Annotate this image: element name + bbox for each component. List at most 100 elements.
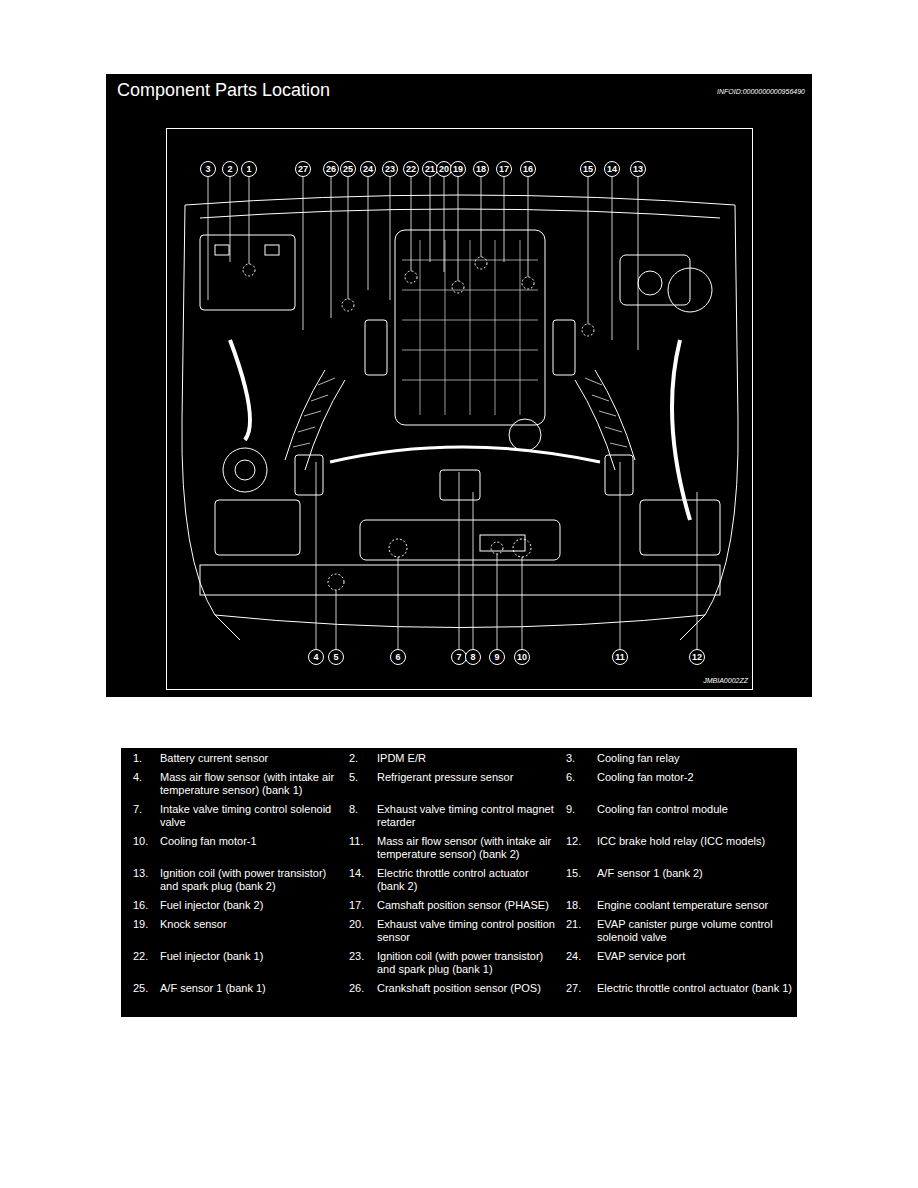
harness-right	[672, 340, 690, 520]
battery	[200, 235, 295, 310]
duct-ribs	[585, 378, 627, 447]
hood-line	[185, 195, 735, 205]
harness-front	[330, 447, 600, 462]
legend-number: 8.	[349, 803, 358, 816]
legend-description: Engine coolant temperature sensor	[597, 899, 793, 912]
legend-description: A/F sensor 1 (bank 2)	[597, 867, 793, 880]
figure-panel	[106, 74, 812, 697]
callout-number: 24	[360, 161, 376, 177]
legend-description: Refrigerant pressure sensor	[377, 771, 555, 784]
legend-number: 19.	[133, 918, 148, 931]
legend-description: Camshaft position sensor (PHASE)	[377, 899, 555, 912]
callout-number: 15	[580, 161, 596, 177]
legend-number: 25.	[133, 982, 148, 995]
location-marks	[243, 257, 594, 590]
legend-number: 5.	[349, 771, 358, 784]
air-cleaner-left	[215, 500, 300, 555]
callout-number: 4	[308, 649, 324, 665]
legend-number: 26.	[349, 982, 364, 995]
legend-number: 1.	[133, 752, 142, 765]
callout-number: 3	[200, 161, 216, 177]
legend-description: Ignition coil (with power transistor) an…	[377, 950, 555, 976]
legend-description: Exhaust valve timing control magnet reta…	[377, 803, 555, 829]
radiator-support	[200, 565, 720, 595]
callout-number: 23	[382, 161, 398, 177]
legend-number: 23.	[349, 950, 364, 963]
legend-description: Intake valve timing control solenoid val…	[160, 803, 345, 829]
legend-description: A/F sensor 1 (bank 1)	[160, 982, 345, 995]
legend-number: 24.	[566, 950, 581, 963]
maf-housing-right	[605, 455, 633, 495]
legend-description: ICC brake hold relay (ICC models)	[597, 835, 793, 848]
legend-number: 4.	[133, 771, 142, 784]
legend-number: 27.	[566, 982, 581, 995]
brake-reservoir	[638, 271, 662, 295]
callout-number: 1	[241, 161, 257, 177]
legend-number: 17.	[349, 899, 364, 912]
front-timing-area	[440, 470, 480, 500]
callout-number: 25	[340, 161, 356, 177]
legend-description: EVAP service port	[597, 950, 793, 963]
fan-shroud	[360, 520, 560, 560]
cowl-line	[200, 209, 720, 218]
harness-left	[230, 340, 250, 440]
legend-number: 21.	[566, 918, 581, 931]
legend-description: Battery current sensor	[160, 752, 345, 765]
legend-number: 7.	[133, 803, 142, 816]
brake-master	[620, 255, 690, 305]
callout-number: 16	[520, 161, 536, 177]
callout-number: 9	[489, 649, 505, 665]
callout-number: 18	[473, 161, 489, 177]
leader-lines	[208, 177, 697, 649]
left-fender	[182, 205, 240, 640]
legend-description: Electric throttle control actuator (bank…	[377, 867, 555, 893]
battery-terminal	[215, 245, 229, 255]
cover-ribs	[402, 240, 538, 415]
legend-number: 9.	[566, 803, 575, 816]
legend-panel	[121, 748, 797, 1017]
legend-description: EVAP canister purge volume control solen…	[597, 918, 793, 944]
legend-description: Cooling fan motor-1	[160, 835, 345, 848]
callout-number: 19	[450, 161, 466, 177]
callout-number: 5	[328, 649, 344, 665]
legend-number: 20.	[349, 918, 364, 931]
engine-cover	[395, 230, 545, 425]
coolant-reservoir	[223, 448, 267, 492]
legend-description: Fuel injector (bank 2)	[160, 899, 345, 912]
callout-number: 10	[514, 649, 530, 665]
legend-number: 16.	[133, 899, 148, 912]
legend-number: 2.	[349, 752, 358, 765]
callout-number: 2	[222, 161, 238, 177]
callout-number: 13	[630, 161, 646, 177]
legend-description: Electric throttle control actuator (bank…	[597, 982, 793, 995]
bumper-line	[215, 615, 705, 628]
callout-number: 14	[604, 161, 620, 177]
legend-description: Mass air flow sensor (with intake air te…	[377, 835, 555, 861]
brake-booster	[668, 268, 712, 312]
callout-number: 6	[390, 649, 406, 665]
figure-code: JMBIA0002ZZ	[703, 676, 748, 685]
legend-number: 11.	[349, 835, 363, 848]
callout-number: 8	[465, 649, 481, 665]
legend-description: Cooling fan motor-2	[597, 771, 793, 784]
figure-frame	[167, 129, 753, 690]
legend-number: 14.	[349, 867, 364, 880]
reservoir-cap	[235, 460, 255, 480]
legend-number: 6.	[566, 771, 575, 784]
legend-description: IPDM E/R	[377, 752, 555, 765]
right-fender	[680, 205, 738, 640]
legend-description: Ignition coil (with power transistor) an…	[160, 867, 345, 893]
legend-description: Crankshaft position sensor (POS)	[377, 982, 555, 995]
callout-number: 12	[689, 649, 705, 665]
legend-description: Cooling fan control module	[597, 803, 793, 816]
callout-number: 17	[496, 161, 512, 177]
duct-ribs	[293, 378, 335, 447]
engine-bay-drawing	[182, 195, 738, 640]
legend-description: Mass air flow sensor (with intake air te…	[160, 771, 345, 797]
ignition-coil-left	[365, 320, 387, 375]
legend-number: 3.	[566, 752, 575, 765]
maf-housing-left	[295, 455, 323, 495]
ignition-coil-right	[553, 320, 575, 375]
legend-number: 22.	[133, 950, 148, 963]
legend-number: 13.	[133, 867, 148, 880]
